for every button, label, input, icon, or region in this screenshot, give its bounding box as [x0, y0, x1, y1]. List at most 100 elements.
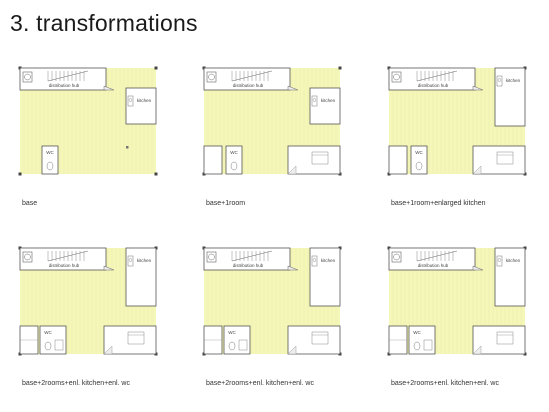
door-swing [103, 345, 113, 355]
wc-label: WC [413, 330, 421, 335]
kitchen-counter [496, 75, 503, 87]
appliance [391, 71, 402, 83]
door-swing [287, 265, 299, 271]
side-room [388, 145, 408, 175]
toilet [44, 341, 52, 351]
appliance [206, 251, 217, 263]
door-swing [472, 165, 482, 175]
appliance [22, 251, 33, 263]
door-swing [472, 85, 484, 91]
kitchen-label: kitchen [137, 258, 152, 263]
kitchen-counter [311, 95, 318, 107]
hub-label: distribution hub [418, 83, 449, 88]
sink [497, 258, 502, 262]
appliance-drum [24, 253, 31, 261]
door-swing [472, 345, 482, 355]
added-room [472, 145, 526, 175]
appliance-drum [393, 73, 400, 81]
distribution-hub-box [19, 247, 107, 271]
column-post [154, 172, 158, 176]
bed [127, 331, 145, 345]
appliance-drum [208, 73, 215, 81]
kitchen-counter [311, 255, 318, 267]
appliance-drum [208, 253, 215, 261]
toilet [228, 341, 236, 351]
distribution-hub-box [388, 247, 476, 271]
sink [128, 258, 133, 262]
wc-box [410, 145, 428, 175]
hub-label: distribution hub [49, 83, 80, 88]
toilet [413, 341, 421, 351]
panel-caption: base [22, 200, 38, 207]
toilet [46, 161, 54, 171]
panel-caption: base+2rooms+enl. kitchen+enl. wc [391, 380, 499, 387]
distribution-hub-box [203, 247, 291, 271]
stair-line [231, 70, 273, 82]
added-room [103, 325, 157, 355]
kitchen-label: kitchen [321, 98, 336, 103]
sink [497, 78, 502, 82]
wc-box [41, 145, 59, 175]
page-title: 3. transformations [10, 10, 198, 36]
column-post [18, 172, 22, 176]
panel-caption: base+2rooms+enl. kitchen+enl. wc [22, 380, 130, 387]
stair-line [47, 250, 89, 262]
wc-label: WC [46, 150, 54, 155]
shower [54, 339, 64, 351]
column-post [126, 146, 129, 149]
sink [312, 98, 317, 102]
kitchen-label: kitchen [137, 98, 152, 103]
shower [423, 339, 433, 351]
hub-label: distribution hub [233, 263, 264, 268]
kitchen-counter [127, 255, 134, 267]
door-swing [103, 85, 115, 91]
sink [128, 98, 133, 102]
wc-label: WC [230, 150, 238, 155]
side-room [203, 145, 223, 175]
panel-caption: base+1room+enlarged kitchen [391, 200, 486, 207]
toilet [415, 161, 423, 171]
bed [311, 331, 329, 345]
shower [238, 339, 248, 351]
appliance [206, 71, 217, 83]
hub-label: distribution hub [49, 263, 80, 268]
appliance-drum [24, 73, 31, 81]
stair-line [416, 250, 458, 262]
kitchen-label: kitchen [506, 78, 521, 83]
wc-box [225, 145, 243, 175]
kitchen-label: kitchen [321, 258, 336, 263]
appliance-drum [393, 253, 400, 261]
kitchen-counter [496, 255, 503, 267]
hub-label: distribution hub [233, 83, 264, 88]
wc-label: WC [228, 330, 236, 335]
bed [496, 151, 514, 165]
column-post [154, 66, 158, 70]
distribution-hub-box [203, 67, 291, 91]
bed [496, 331, 514, 345]
hub-label: distribution hub [418, 263, 449, 268]
kitchen-counter [127, 95, 134, 107]
door-swing [287, 85, 299, 91]
panel-caption: base+2rooms+enl. kitchen+enl. wc [206, 380, 314, 387]
stair-line [231, 250, 273, 262]
wc-label: WC [44, 330, 52, 335]
wc-label: WC [415, 150, 423, 155]
door-swing [287, 345, 297, 355]
stair-line [416, 70, 458, 82]
added-room [472, 325, 526, 355]
added-room [287, 325, 341, 355]
distribution-hub-box [19, 67, 107, 91]
appliance [22, 71, 33, 83]
door-swing [287, 165, 297, 175]
